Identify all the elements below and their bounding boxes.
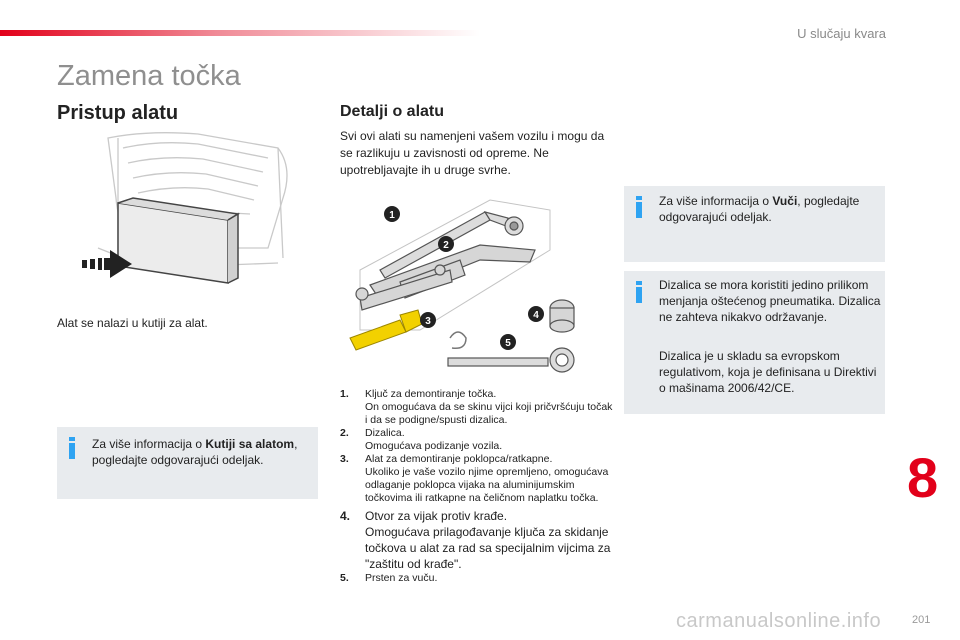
list-item: 4. Otvor za vijak protiv krađe. Omogućav… bbox=[340, 509, 611, 571]
page-title: Zamena točka bbox=[57, 60, 241, 92]
toolbox-link: Kutiji sa alatom bbox=[205, 437, 295, 451]
info-box-jack: Dizalica se mora koristiti jedino prilik… bbox=[624, 271, 885, 414]
info-icon bbox=[69, 437, 75, 459]
jack-regulation-note: Dizalica je u skladu sa evropskom regula… bbox=[659, 349, 877, 395]
callout-4: 4 bbox=[533, 310, 539, 321]
arrow-icon bbox=[82, 250, 132, 278]
tools-illustration: 1 2 3 4 5 bbox=[349, 199, 575, 373]
towing-link: Vuči bbox=[772, 194, 798, 208]
list-item: 5. Prsten za vuču. bbox=[340, 572, 438, 584]
list-item: 2. Dizalica. Omogućava podizanje vozila. bbox=[340, 427, 503, 452]
top-accent-bar bbox=[0, 30, 480, 36]
chapter-title: U slučaju kvara bbox=[797, 26, 886, 41]
info-icon bbox=[636, 281, 642, 303]
wheel-wrench bbox=[379, 211, 524, 279]
section-heading-tool-access: Pristup alatu bbox=[57, 102, 179, 124]
info-box-toolbox: Za više informacija o Kutiji sa alatom, … bbox=[57, 427, 318, 499]
callout-2: 2 bbox=[443, 240, 449, 251]
info-box-towing: Za više informacija o Vuči, pogledajte o… bbox=[624, 186, 885, 262]
jack-usage-note: Dizalica se mora koristiti jedino prilik… bbox=[659, 278, 881, 324]
anti-theft-socket bbox=[549, 299, 575, 333]
tools-list: 1. Ključ za demontiranje točka. On omogu… bbox=[340, 388, 615, 585]
tool-details-intro: Svi ovi alati su namenjeni vašem vozilu … bbox=[340, 129, 605, 177]
list-item: 1. Ključ za demontiranje točka. On omogu… bbox=[340, 388, 613, 426]
callout-3: 3 bbox=[425, 316, 431, 327]
section-heading-tool-details: Detalji o alatu bbox=[340, 103, 445, 120]
page-number: 201 bbox=[912, 614, 931, 626]
callout-5: 5 bbox=[505, 338, 511, 349]
towing-eye bbox=[447, 347, 575, 373]
seat-toolbox-illustration bbox=[97, 132, 288, 284]
watermark: carmanualsonline.info bbox=[676, 610, 882, 632]
list-item: 3. Alat za demontiranje poklopca/ratkapn… bbox=[340, 453, 609, 504]
chapter-tab-number: 8 bbox=[907, 446, 939, 509]
scissor-jack bbox=[355, 244, 536, 311]
toolbox-caption: Alat se nalazi u kutiji za alat. bbox=[57, 316, 208, 330]
info-icon bbox=[636, 196, 642, 218]
callout-1: 1 bbox=[389, 210, 395, 221]
